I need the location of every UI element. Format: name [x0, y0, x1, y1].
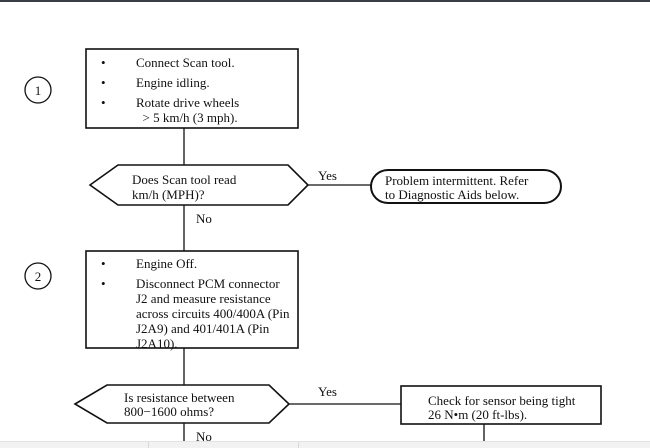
decision-2-question-line1: Is resistance between [124, 390, 235, 405]
top-border [0, 0, 650, 2]
step-1-action: Rotate drive wheels > 5 km/h (3 mph). [96, 95, 239, 125]
decision-1-yes-label: Yes [318, 168, 337, 183]
decision-2-no-label: No [196, 429, 212, 444]
decision-1-no-label: No [196, 211, 212, 226]
decision-1-question-line1: Does Scan tool read [132, 172, 237, 187]
step-2-circle [24, 262, 52, 290]
step-2-action: Engine Off. [96, 256, 289, 271]
decision-2-question-line2: 800−1600 ohms? [124, 404, 215, 419]
result-2-box [400, 385, 602, 425]
step-1-action-list: Connect Scan tool. Engine idling. Rotate… [96, 55, 239, 130]
bottom-toolbar-strip [0, 441, 650, 448]
step-2-action: Disconnect PCM connector J2 and measure … [96, 276, 289, 351]
decision-2-yes-label: Yes [318, 384, 337, 399]
toolbar-divider [148, 442, 149, 448]
result-1-text-line1: Problem intermittent. Refer [385, 173, 529, 188]
result-2-text-line2: 26 N•m (20 ft-lbs). [428, 407, 528, 422]
decision-1-question-line2: km/h (MPH)? [132, 187, 205, 202]
step-2-action-list: Engine Off. Disconnect PCM connector J2 … [96, 256, 289, 356]
step-1-number: 1 [34, 83, 42, 98]
result-1-terminal [370, 169, 562, 204]
step-1-action: Connect Scan tool. [96, 55, 239, 70]
result-1-text-line2: to Diagnostic Aids below. [385, 187, 520, 202]
toolbar-divider [298, 442, 299, 448]
step-1-action: Engine idling. [96, 75, 239, 90]
step-1-box [85, 48, 299, 129]
step-2-number: 2 [34, 269, 42, 284]
step-1-circle [24, 76, 52, 104]
result-2-text-line1: Check for sensor being tight [428, 393, 576, 408]
